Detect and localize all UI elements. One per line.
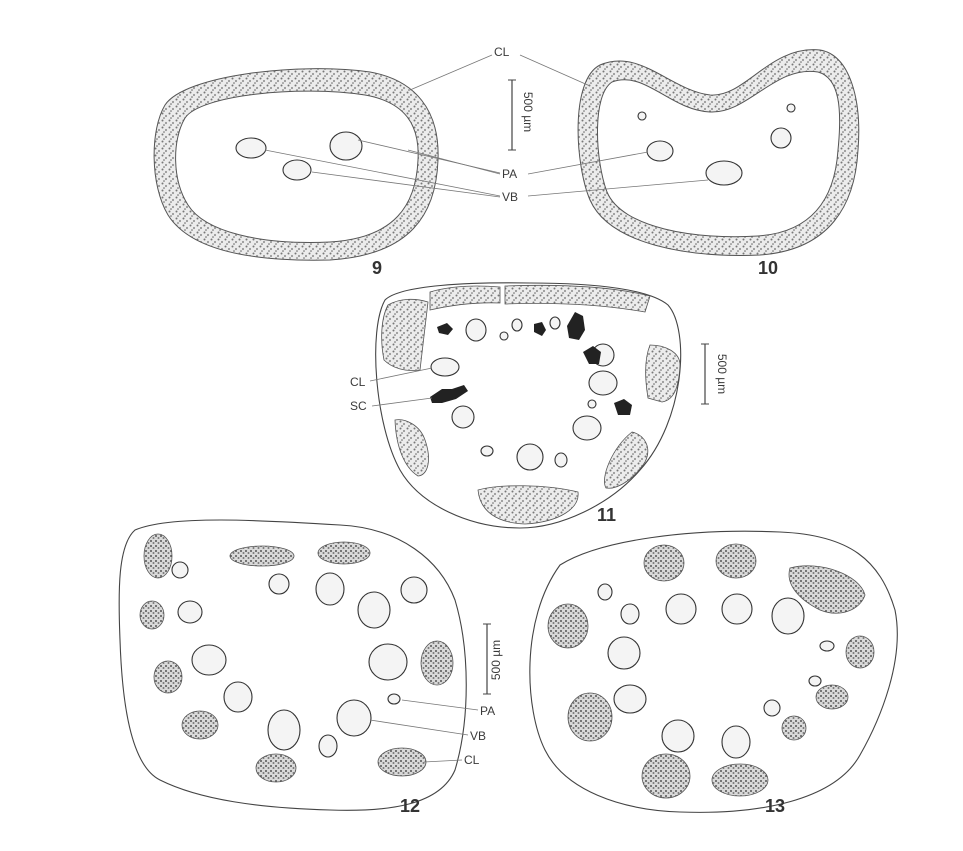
- figure-10-vascular-bundle: [647, 141, 673, 161]
- figure-11-vascular-bundle: [431, 358, 459, 376]
- figure-12-section: 12: [119, 520, 466, 816]
- figure-10-vascular-bundle: [787, 104, 795, 112]
- figure-10-number: 10: [758, 258, 778, 278]
- figure-11-vascular-bundle: [589, 371, 617, 395]
- figure-11-number: 11: [597, 505, 616, 525]
- label-cl-fig12: CL: [464, 753, 480, 767]
- figure-11-vascular-bundle: [512, 319, 522, 331]
- figure-11-secretory-canal: [534, 322, 546, 336]
- figure-11-vascular-bundle: [452, 406, 474, 428]
- figure-10-vascular-bundle: [638, 112, 646, 120]
- figure-11-secretory-canal: [614, 399, 632, 415]
- figure-11-collenchyma-strand: [505, 285, 650, 312]
- figure-13-number: 13: [765, 796, 785, 816]
- figure-10-collenchyma-ring: [578, 50, 859, 256]
- figure-11-collenchyma-strand: [382, 299, 428, 370]
- scale-bar-2-label: 500 µm: [715, 354, 729, 394]
- figure-9-vascular-bundle: [283, 160, 311, 180]
- figure-11-secretory-canal: [430, 385, 468, 403]
- figure-9-number: 9: [372, 258, 382, 278]
- figure-10-section: 10: [578, 50, 859, 278]
- figure-11-secretory-canal: [567, 312, 585, 340]
- figure-11-collenchyma-strand: [430, 286, 500, 310]
- figure-11-collenchyma-strand: [395, 420, 429, 476]
- figure-11-vascular-bundle: [517, 444, 543, 470]
- figure-11-collenchyma-strand: [478, 486, 578, 524]
- figure-11-vascular-bundle: [588, 400, 596, 408]
- figure-11-vascular-bundle: [500, 332, 508, 340]
- label-vb-fig12: VB: [470, 729, 486, 743]
- figure-13-collenchyma-strands: [548, 544, 874, 798]
- label-cl-fig11: CL: [350, 375, 366, 389]
- figure-13-section: 13: [530, 531, 897, 816]
- figure-10-vascular-bundle: [706, 161, 742, 185]
- figure-11-section: 11: [376, 283, 681, 528]
- scale-bar-3-label: 500 µm: [489, 640, 503, 680]
- figure-11-collenchyma-strand: [604, 432, 647, 488]
- figure-9-section: 9: [154, 69, 438, 278]
- label-vb-top: VB: [502, 190, 518, 204]
- scale-bar-1-label: 500 µm: [521, 92, 535, 132]
- label-cl-top: CL: [494, 45, 510, 59]
- figure-11-collenchyma-strand: [646, 345, 680, 402]
- figure-11-vascular-bundle: [481, 446, 493, 456]
- figure-9-vascular-bundle: [330, 132, 362, 160]
- figure-11-vascular-bundle: [555, 453, 567, 467]
- figure-9-vascular-bundle: [236, 138, 266, 158]
- label-pa-top: PA: [502, 167, 517, 181]
- figure-10-vascular-bundle: [771, 128, 791, 148]
- figure-11-vascular-bundle: [466, 319, 486, 341]
- figure-11-vascular-bundle: [573, 416, 601, 440]
- label-sc-fig11: SC: [350, 399, 367, 413]
- figure-11-secretory-canal: [437, 323, 453, 335]
- figure-11-vascular-bundle: [550, 317, 560, 329]
- label-pa-fig12: PA: [480, 704, 495, 718]
- figure-12-number: 12: [400, 796, 420, 816]
